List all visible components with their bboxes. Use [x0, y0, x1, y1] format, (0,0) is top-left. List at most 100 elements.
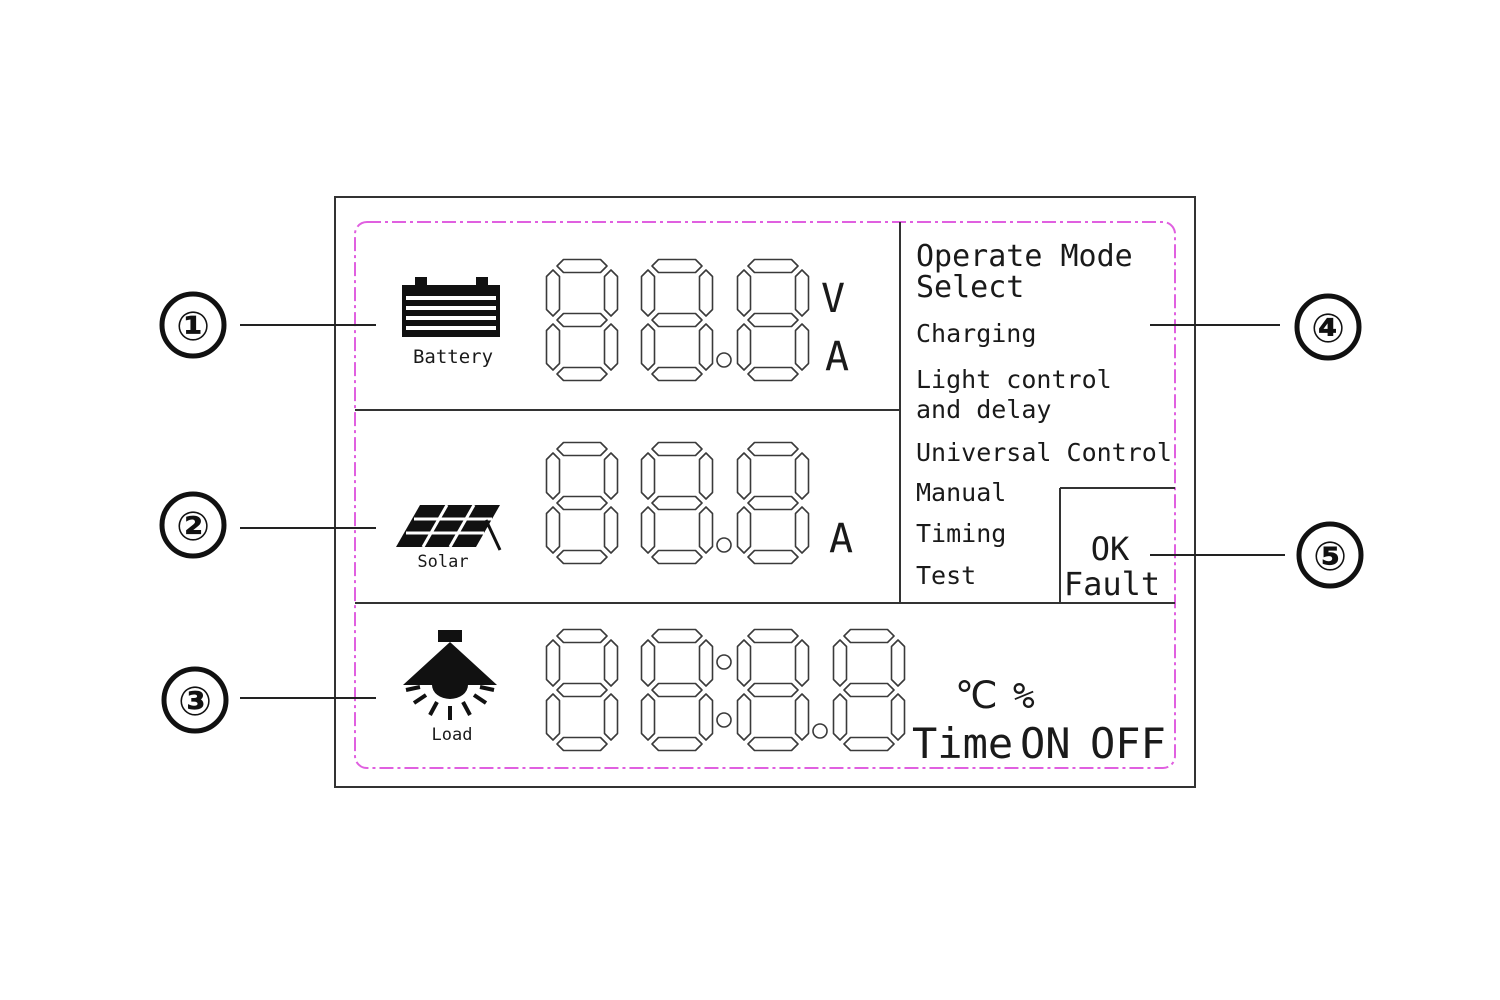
- mode-test: Test: [916, 561, 976, 590]
- load-label: Load: [432, 725, 473, 745]
- battery-digit-1-segment-1: [556, 258, 608, 274]
- battery-digit-1-segment-6: [545, 323, 561, 371]
- off-label: OFF: [1090, 719, 1166, 768]
- callout-5: ⑤: [1150, 521, 1364, 589]
- load-digit-3-segment-4: [736, 639, 752, 687]
- battery-digit-3-segment-6: [736, 323, 752, 371]
- callout-3-number: ③: [178, 679, 212, 725]
- status-ok: OK: [1091, 530, 1130, 568]
- battery-digit-3-segment-7: [794, 323, 810, 371]
- solar-digit-1-segment-4: [545, 452, 561, 500]
- battery-digit-1-segment-3: [556, 366, 608, 382]
- load-digit-1-segment-3: [556, 736, 608, 752]
- mode-title-line1: Operate Mode: [916, 239, 1133, 274]
- load-digit-2-segment-3: [651, 736, 703, 752]
- battery-digit-2-segment-3: [651, 366, 703, 382]
- load-digit-4-segment-2: [843, 682, 895, 698]
- solar-digit-3-segment-2: [747, 495, 799, 511]
- load-digit-3-segment-2: [747, 682, 799, 698]
- solar-digit-3-segment-1: [747, 441, 799, 457]
- solar-digit-1-segment-7: [603, 506, 619, 554]
- battery-digit-3-segment-4: [736, 269, 752, 317]
- battery-digit-2-segment-5: [698, 269, 714, 317]
- battery-unit-a: A: [825, 334, 849, 380]
- battery-digit-2-segment-2: [651, 312, 703, 328]
- battery-digit-2-segment-7: [698, 323, 714, 371]
- load-digit-2-segment-4: [640, 639, 656, 687]
- load-digit-2-segment-5: [698, 639, 714, 687]
- percent-unit: %: [1013, 676, 1035, 717]
- callout-3: ③: [161, 666, 376, 734]
- load-digit-2: [640, 628, 714, 752]
- battery-digit-1-segment-5: [603, 269, 619, 317]
- solar-digit-2-segment-1: [651, 441, 703, 457]
- temp-unit: ℃: [955, 673, 998, 717]
- battery-digit-3-segment-1: [747, 258, 799, 274]
- battery-digit-2: [640, 258, 714, 382]
- load-digit-2-segment-1: [651, 628, 703, 644]
- load-digit-3: [736, 628, 810, 752]
- battery-label: Battery: [413, 346, 493, 368]
- mode-light-line2: and delay: [916, 395, 1051, 424]
- battery-digit-1-segment-2: [556, 312, 608, 328]
- battery-decimal-point: [716, 352, 732, 368]
- callout-4-number: ④: [1311, 306, 1345, 352]
- load-digit-4: [832, 628, 906, 752]
- load-digit-1-segment-7: [603, 693, 619, 741]
- callout-2: ②: [159, 491, 376, 559]
- seven-segment-digits: [545, 258, 906, 752]
- solar-digit-1-segment-5: [603, 452, 619, 500]
- battery-digit-3: [736, 258, 810, 382]
- solar-digit-3-segment-5: [794, 452, 810, 500]
- solar-digit-2-segment-7: [698, 506, 714, 554]
- solar-digit-1-segment-3: [556, 549, 608, 565]
- solar-digit-3-segment-3: [747, 549, 799, 565]
- solar-digit-2-segment-6: [640, 506, 656, 554]
- load-digit-2-segment-7: [698, 693, 714, 741]
- solar-digit-2: [640, 441, 714, 565]
- load-digit-3-segment-5: [794, 639, 810, 687]
- battery-unit-v: V: [821, 276, 845, 322]
- callout-5-number: ⑤: [1313, 534, 1347, 580]
- solar-digit-3-segment-6: [736, 506, 752, 554]
- mode-light-line1: Light control: [916, 365, 1112, 394]
- mode-title-line2: Select: [916, 270, 1024, 305]
- load-digit-3-segment-6: [736, 693, 752, 741]
- load-digit-2-segment-6: [640, 693, 656, 741]
- mode-timing: Timing: [916, 519, 1006, 548]
- load-digit-4-segment-5: [890, 639, 906, 687]
- load-digit-1-segment-4: [545, 639, 561, 687]
- load-digit-1-segment-6: [545, 693, 561, 741]
- load-digit-1-segment-2: [556, 682, 608, 698]
- callout-2-number: ②: [176, 504, 210, 550]
- solar-digit-1: [545, 441, 619, 565]
- load-digit-4-segment-1: [843, 628, 895, 644]
- solar-panel-icon: [396, 504, 502, 551]
- load-digit-3-segment-7: [794, 693, 810, 741]
- time-label: Time: [912, 719, 1013, 768]
- load-digit-4-segment-7: [890, 693, 906, 741]
- battery-digit-3-segment-5: [794, 269, 810, 317]
- battery-digit-3-segment-3: [747, 366, 799, 382]
- solar-digit-2-segment-5: [698, 452, 714, 500]
- battery-digit-3-segment-2: [747, 312, 799, 328]
- battery-digit-2-segment-1: [651, 258, 703, 274]
- solar-digit-3-segment-4: [736, 452, 752, 500]
- callout-1: ①: [159, 291, 376, 359]
- battery-digit-1-segment-4: [545, 269, 561, 317]
- solar-digit-1-segment-6: [545, 506, 561, 554]
- battery-digit-1: [545, 258, 619, 382]
- load-digit-1-segment-5: [603, 639, 619, 687]
- load-colon-top: [716, 654, 732, 670]
- solar-digit-3: [736, 441, 810, 565]
- load-digit-2-segment-2: [651, 682, 703, 698]
- mode-manual: Manual: [916, 478, 1006, 507]
- callout-1-number: ①: [176, 304, 210, 350]
- mode-charging: Charging: [916, 319, 1036, 348]
- solar-digit-2-segment-2: [651, 495, 703, 511]
- solar-decimal-point: [716, 537, 732, 553]
- load-colon-bottom: [716, 712, 732, 728]
- lcd-dashed-border: [354, 221, 1176, 769]
- callout-4: ④: [1150, 293, 1362, 361]
